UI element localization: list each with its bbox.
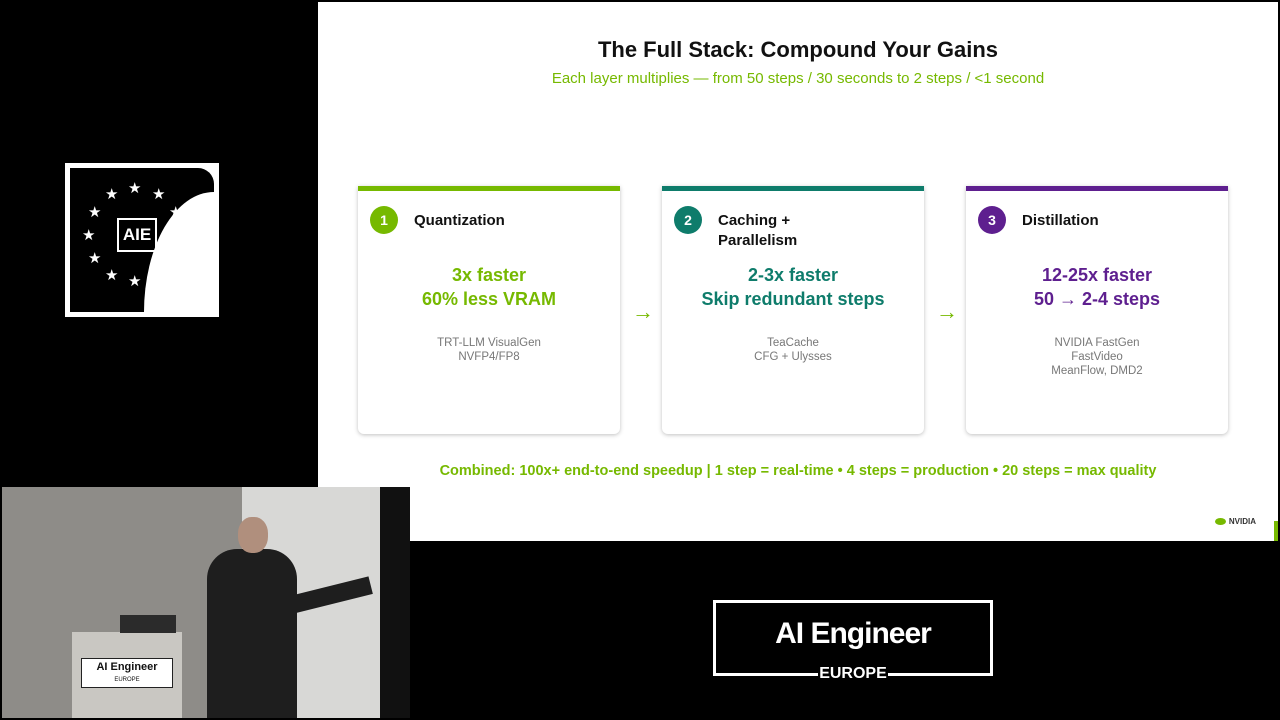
presentation-slide: The Full Stack: Compound Your Gains Each…	[318, 2, 1278, 541]
star-icon: ★	[128, 180, 142, 197]
star-icon: ★	[128, 273, 142, 290]
speaker-head	[238, 517, 268, 553]
laptop	[120, 615, 176, 633]
podium-sign-subtitle: EUROPE	[114, 677, 140, 683]
event-logo-title: AI Engineer	[775, 617, 932, 650]
speaker-body	[207, 549, 297, 718]
slide-corner-accent	[1274, 521, 1278, 541]
arrow-icon: →	[632, 299, 654, 324]
card-accent-bar	[358, 186, 620, 191]
card-quantization: 1 Quantization 3x faster 60% less VRAM T…	[358, 186, 620, 434]
podium-sign: AI Engineer EUROPE	[81, 658, 173, 688]
star-icon: ★	[169, 250, 183, 267]
star-icon: ★	[175, 227, 189, 244]
event-logo: AI Engineer EUROPE	[713, 600, 993, 685]
card-metric: 12-25x faster	[1041, 265, 1153, 285]
star-icon: ★	[152, 267, 166, 284]
card-detail: FastVideo	[1071, 351, 1123, 363]
arrow-icon: →	[936, 299, 958, 324]
card-title: Distillation	[1022, 212, 1099, 229]
card-metric: 3x faster	[451, 265, 527, 285]
nvidia-logo: NVIDIA	[1214, 517, 1256, 526]
card-metric: 60% less VRAM	[421, 289, 557, 309]
card-title: Quantization	[414, 212, 505, 229]
star-icon: ★	[169, 204, 183, 221]
star-icon: ★	[82, 227, 96, 244]
nvidia-wordmark: NVIDIA	[1228, 517, 1256, 526]
card-accent-bar	[966, 186, 1228, 191]
step-number-badge: 2	[674, 206, 702, 234]
card-accent-bar	[662, 186, 924, 191]
step-number-badge: 3	[978, 206, 1006, 234]
card-detail: CFG + Ulysses	[754, 351, 832, 363]
card-detail: NVIDIA FastGen	[1054, 337, 1140, 349]
card-metric: 2-3x faster	[747, 265, 839, 285]
aie-logo: ★ ★ ★ ★ ★ ★ ★ ★ ★ ★ ★ ★ AIE	[65, 163, 219, 317]
card-title: Caching + Parallelism	[718, 212, 798, 249]
nvidia-eye-icon	[1214, 518, 1226, 525]
card-metric: 50 → 2-4 steps	[1033, 289, 1161, 309]
star-icon: ★	[105, 186, 119, 203]
card-detail: MeanFlow, DMD2	[1051, 365, 1143, 377]
card-detail: TRT-LLM VisualGen	[437, 337, 541, 349]
event-logo-subtitle: EUROPE	[818, 663, 888, 685]
card-detail: TeaCache	[767, 337, 819, 349]
logo-badge: AIE	[117, 218, 157, 252]
video-dark-edge	[380, 487, 410, 718]
star-icon: ★	[88, 250, 102, 267]
slide-title: The Full Stack: Compound Your Gains	[597, 37, 999, 62]
star-icon: ★	[105, 267, 119, 284]
star-icon: ★	[152, 186, 166, 203]
speaker-video: AI Engineer EUROPE	[2, 487, 410, 718]
star-icon: ★	[88, 204, 102, 221]
card-detail: NVFP4/FP8	[458, 351, 520, 363]
card-caching-parallelism: 2 Caching + Parallelism 2-3x faster Skip…	[662, 186, 924, 434]
combined-summary: Combined: 100x+ end-to-end speedup | 1 s…	[439, 463, 1157, 479]
card-metric: Skip redundant steps	[701, 289, 885, 309]
card-distillation: 3 Distillation 12-25x faster 50 → 2-4 st…	[966, 186, 1228, 434]
slide-subtitle: Each layer multiplies — from 50 steps / …	[551, 70, 1045, 87]
podium-sign-title: AI Engineer	[96, 661, 158, 673]
step-number-badge: 1	[370, 206, 398, 234]
